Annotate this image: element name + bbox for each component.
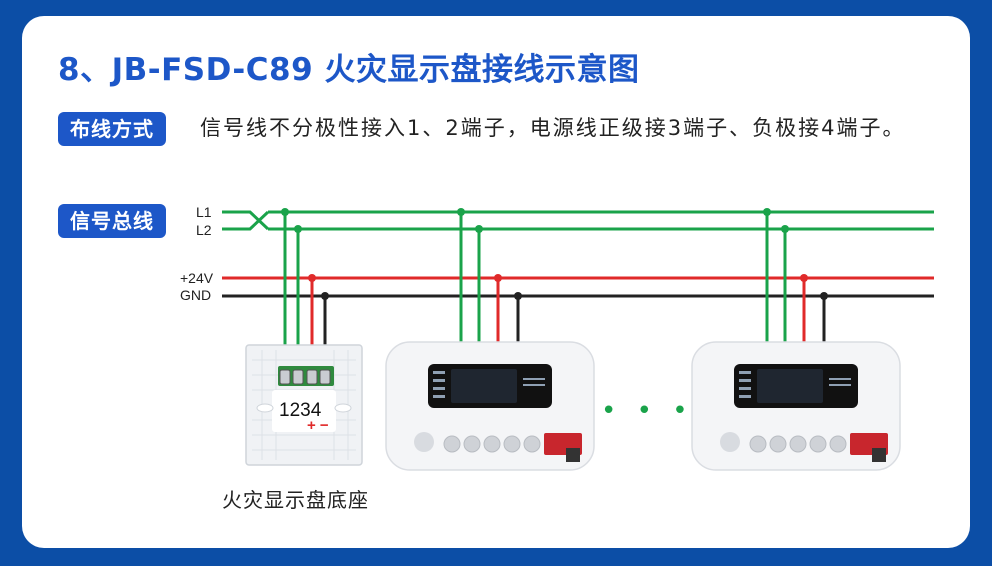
wire-label-gnd: GND xyxy=(180,287,211,303)
display-panel-2 xyxy=(691,341,901,471)
qr-code-icon xyxy=(566,448,580,462)
wire-label-l1: L1 xyxy=(196,204,212,220)
wiring-method-tag: 布线方式 xyxy=(58,112,166,146)
panel-1-drops xyxy=(457,208,522,343)
wiring-method-description: 信号线不分极性接入1、2端子，电源线正级接3端子、负极接4端子。 xyxy=(200,116,906,140)
more-panels-ellipsis: • • • xyxy=(601,396,694,426)
panel-2-drops xyxy=(763,208,828,343)
terminal-screws xyxy=(279,369,331,385)
panel-display-icon xyxy=(433,371,545,398)
base-caption: 火灾显示盘底座 xyxy=(222,488,369,512)
wire-label-24v: +24V xyxy=(180,270,214,286)
bus-line-l1 xyxy=(222,210,934,231)
speaker-icon xyxy=(414,432,434,452)
base-polarity-marks: + − xyxy=(307,417,329,434)
bus-lines xyxy=(222,210,934,298)
bus-line-l2 xyxy=(222,210,934,231)
signal-bus-tag: 信号总线 xyxy=(58,204,166,238)
display-panel-1 xyxy=(385,341,595,471)
display-panel-base: 1234 + − xyxy=(245,344,363,466)
wire-label-l2: L2 xyxy=(196,222,212,238)
page-title: 8、JB-FSD-C89 火灾显示盘接线示意图 xyxy=(58,52,640,88)
base-terminal-numbers: 1234 xyxy=(279,400,322,421)
